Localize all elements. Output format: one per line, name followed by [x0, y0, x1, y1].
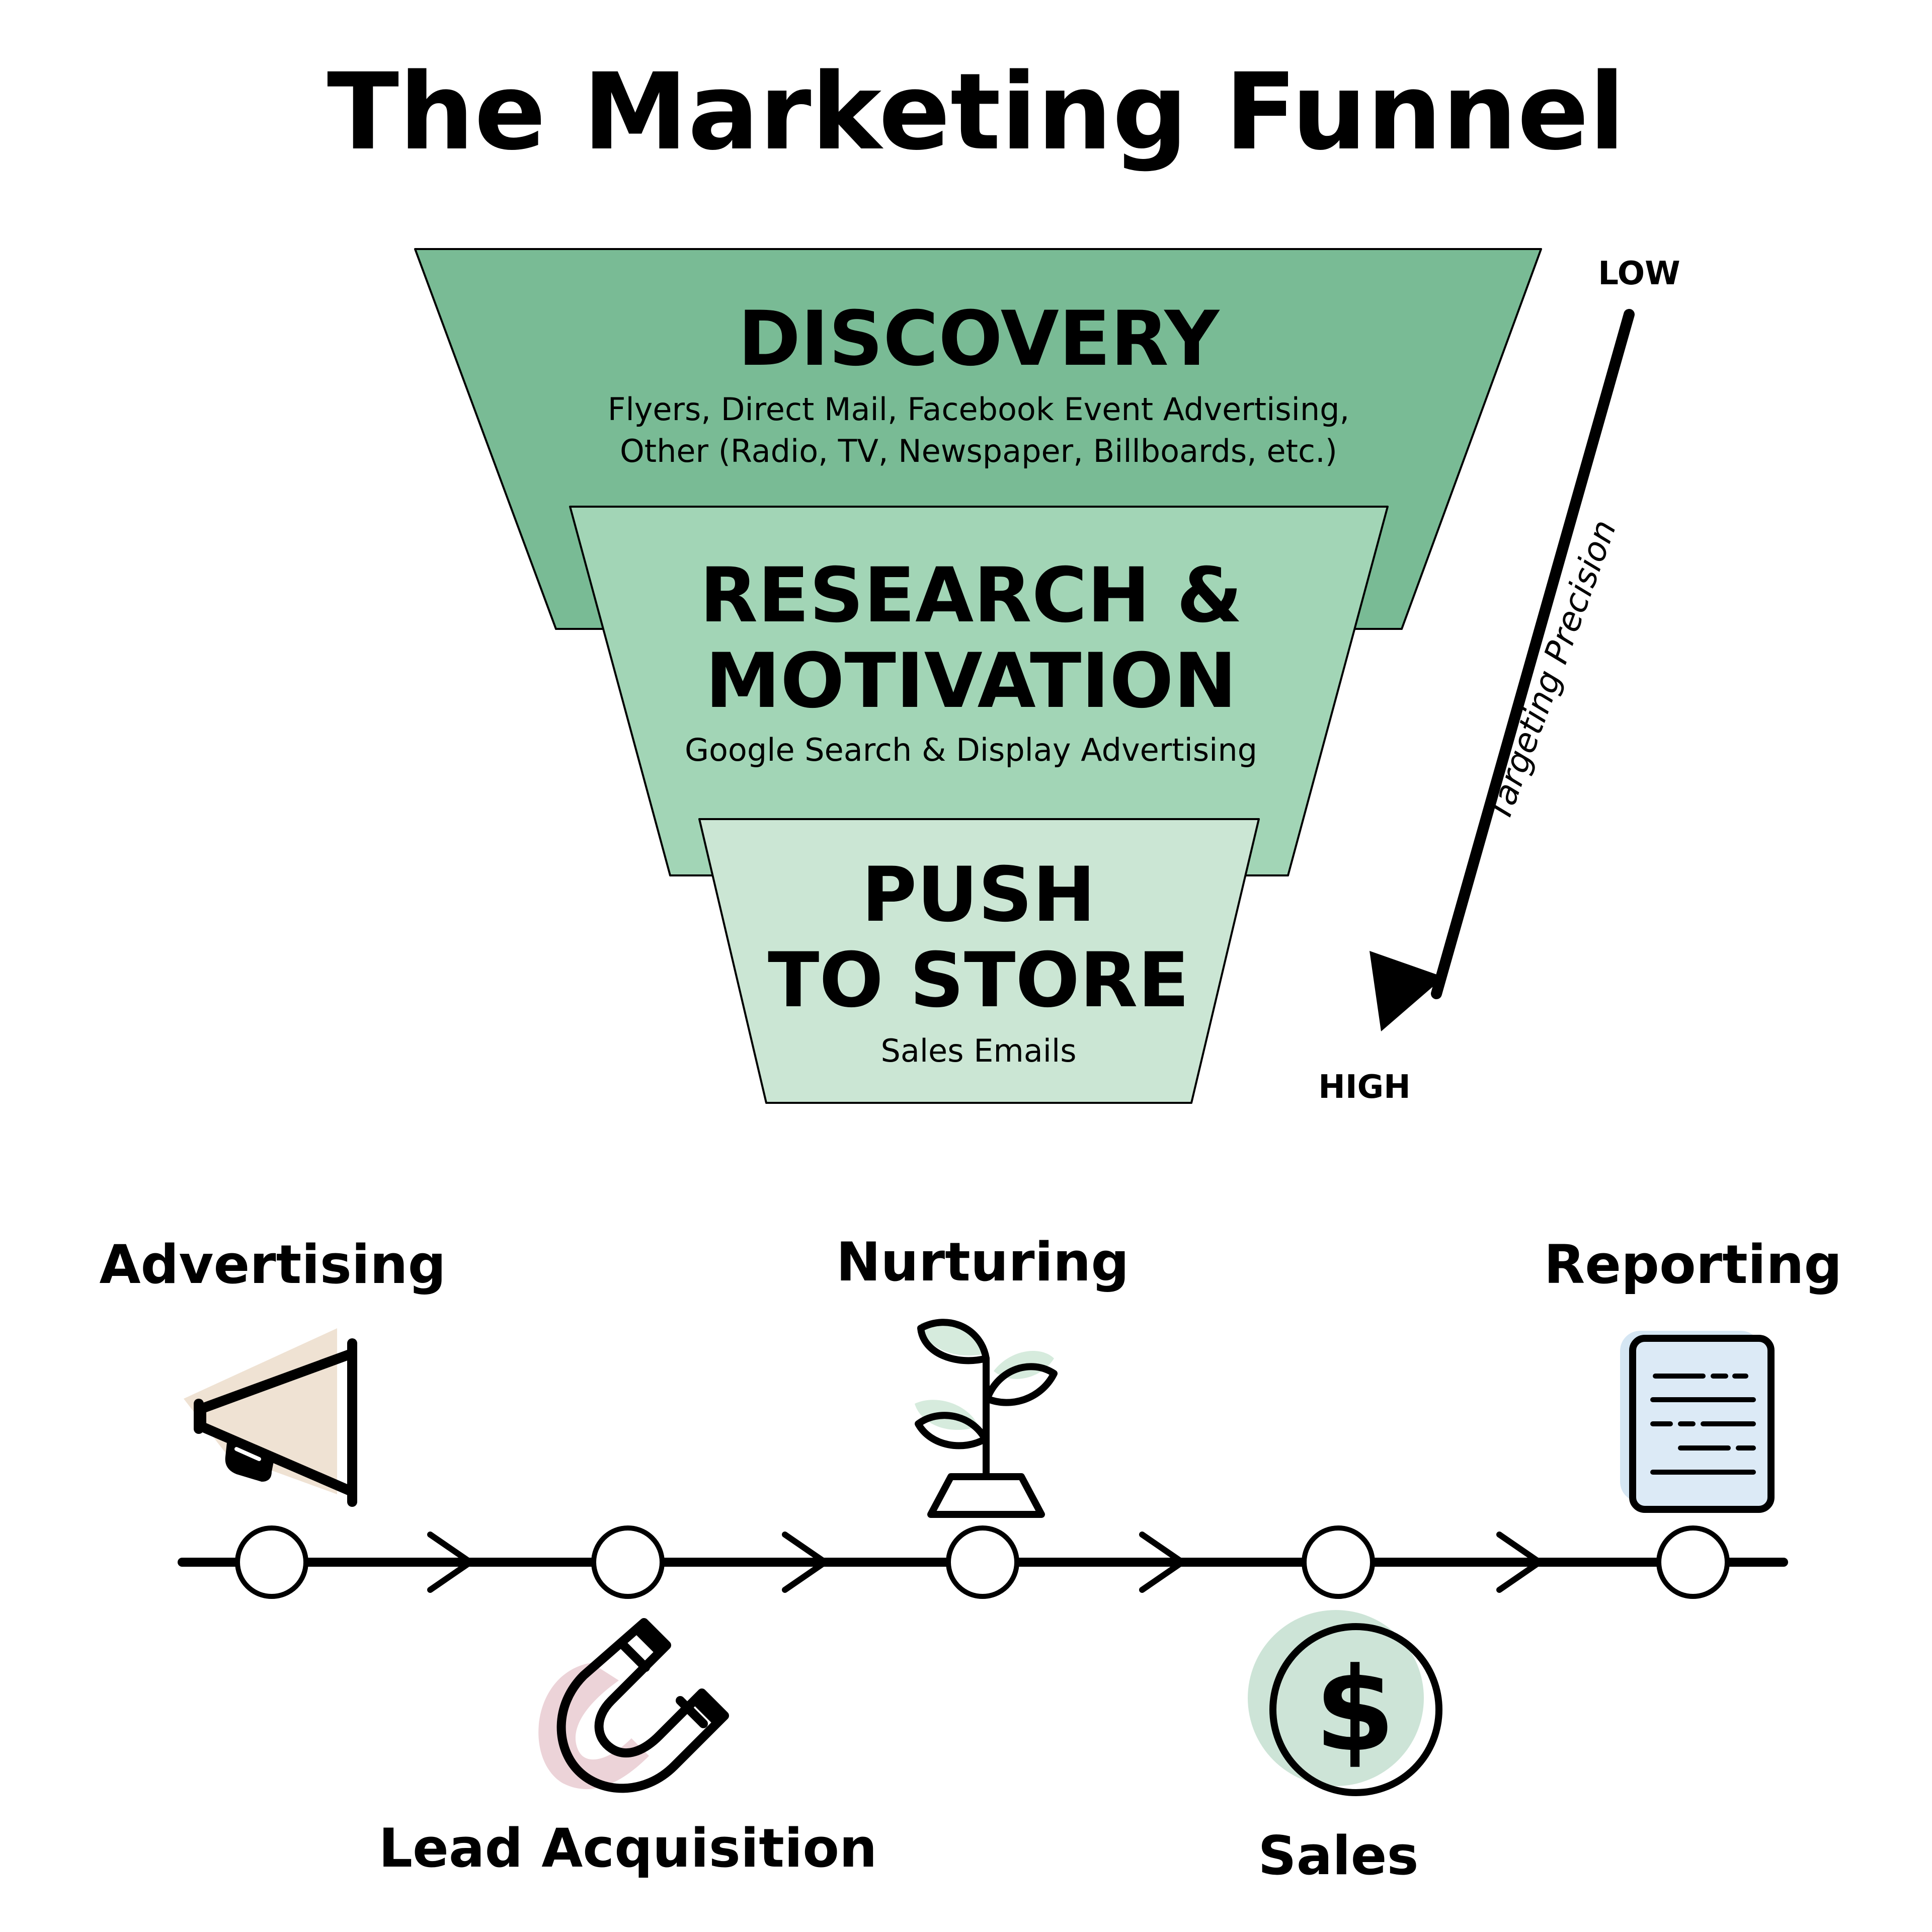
- stage-push-title-line1: PUSH: [861, 851, 1095, 939]
- precision-axis-label: Targeting Precision: [1479, 515, 1624, 826]
- stage-research-title-line1: RESEARCH &: [700, 552, 1243, 639]
- stage-research-desc: Google Search & Display Advertising: [685, 732, 1257, 768]
- step-label-reporting: Reporting: [1544, 1234, 1842, 1296]
- chevron-right-icon: [782, 1532, 828, 1593]
- step-label-lead-acquisition: Lead Acquisition: [378, 1817, 877, 1879]
- report-document-icon: [1620, 1331, 1775, 1513]
- funnel-labels: DISCOVERY Flyers, Direct Mail, Facebook …: [608, 295, 1349, 1069]
- page-title: The Marketing Funnel: [327, 50, 1625, 174]
- funnel-tier-push: [698, 818, 1260, 1104]
- process-timeline: Advertising Lead Acquisition Nurturing S…: [100, 1231, 1842, 1887]
- timeline-node-nurturing: [946, 1525, 1019, 1599]
- precision-low-label: LOW: [1598, 255, 1680, 292]
- megaphone-icon: [184, 1328, 357, 1507]
- magnet-icon: [538, 1618, 729, 1793]
- funnel: [414, 248, 1542, 1104]
- sprout-accent-leaf-top: [921, 1320, 987, 1356]
- stage-research-title-line2: MOTIVATION: [705, 637, 1237, 725]
- chevron-right-icon: [1496, 1532, 1543, 1593]
- stage-discovery-desc-line2: Other (Radio, TV, Newspaper, Billboards,…: [620, 433, 1337, 469]
- step-label-advertising: Advertising: [100, 1234, 446, 1296]
- timeline-node-reporting: [1656, 1525, 1730, 1599]
- timeline-node-sales: [1302, 1525, 1375, 1599]
- chevron-right-icon: [427, 1532, 473, 1593]
- timeline-node-advertising: [235, 1525, 308, 1599]
- timeline-labels: Advertising Lead Acquisition Nurturing S…: [100, 1231, 1842, 1887]
- precision-arrow-shaft: [1431, 309, 1635, 999]
- dollar-sign: $: [1315, 1643, 1395, 1778]
- step-label-sales: Sales: [1258, 1825, 1418, 1887]
- precision-high-label: HIGH: [1318, 1069, 1410, 1106]
- stage-push-desc: Sales Emails: [880, 1032, 1076, 1069]
- stage-push-title-line2: TO STORE: [768, 937, 1189, 1024]
- funnel-tier-research: [569, 506, 1389, 876]
- precision-arrow-head-icon: [1370, 951, 1444, 1031]
- timeline-nodes: [235, 1525, 1730, 1599]
- stage-discovery-desc-line1: Flyers, Direct Mail, Facebook Event Adve…: [608, 391, 1349, 428]
- chevron-right-icon: [1139, 1532, 1185, 1593]
- timeline-chevrons: [427, 1532, 1543, 1593]
- dollar-coin-icon: $: [1248, 1610, 1442, 1796]
- stage-discovery-title: DISCOVERY: [738, 295, 1221, 383]
- timeline-node-lead-acquisition: [591, 1525, 665, 1599]
- step-label-nurturing: Nurturing: [836, 1231, 1130, 1293]
- sprout-icon: [915, 1319, 1058, 1518]
